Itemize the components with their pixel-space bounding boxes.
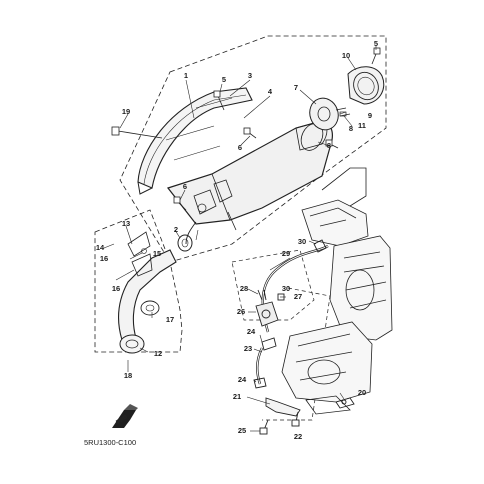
callout-label: 26	[236, 307, 246, 316]
muffler-group-boundary	[119, 35, 387, 263]
callout-label: 29	[281, 249, 291, 258]
callout-label: 27	[293, 292, 303, 301]
callout-label: 8	[348, 124, 354, 133]
callout-label: 16	[99, 254, 109, 263]
callout-label: 6	[237, 143, 243, 152]
exhaust-pipe	[118, 231, 177, 354]
callout-label: 2	[173, 225, 179, 234]
drawing-code: 5RU1300-C100	[84, 438, 137, 447]
callout-label: 30	[281, 284, 291, 293]
sensor-group-boundary	[231, 249, 315, 321]
callout-label: 18	[123, 371, 133, 380]
air-system	[253, 239, 355, 435]
gasket	[177, 234, 193, 252]
callout-label: 16	[111, 284, 121, 293]
callout-label: 24	[246, 327, 256, 336]
callout-label: 5	[221, 75, 227, 84]
callout-label: 14	[95, 243, 105, 252]
callout-label: 1	[183, 71, 189, 80]
callout-label: 4	[267, 87, 273, 96]
callout-label: 23	[243, 344, 253, 353]
callout-label: 9	[367, 111, 373, 120]
callout-label: 30	[297, 237, 307, 246]
callout-label: 15	[152, 249, 162, 258]
callout-label: 5	[373, 39, 379, 48]
callout-label: 8	[326, 141, 332, 150]
callout-label: 7	[293, 83, 299, 92]
callout-label: 19	[121, 107, 131, 116]
fwd-arrow-icon: FWD	[112, 404, 138, 428]
callout-label: 13	[121, 219, 131, 228]
callout-label: 11	[358, 121, 366, 130]
callout-label: 22	[293, 432, 303, 441]
callout-label: 28	[239, 284, 249, 293]
callout-label: 10	[341, 51, 351, 60]
leader-lines	[103, 46, 377, 432]
callout-label: 12	[153, 349, 163, 358]
callout-label: 25	[237, 426, 247, 435]
callout-label: 6	[182, 182, 188, 191]
callout-label: 3	[247, 71, 253, 80]
callout-label: 20	[357, 388, 367, 397]
callout-label: 24	[237, 375, 247, 384]
exhaust-pipe-group-boundary	[94, 209, 183, 353]
engine-outline	[281, 167, 393, 415]
end-cap-assembly	[309, 66, 385, 131]
bolts	[111, 47, 381, 211]
callout-label: 17	[165, 315, 175, 324]
callout-label: 21	[232, 392, 242, 401]
